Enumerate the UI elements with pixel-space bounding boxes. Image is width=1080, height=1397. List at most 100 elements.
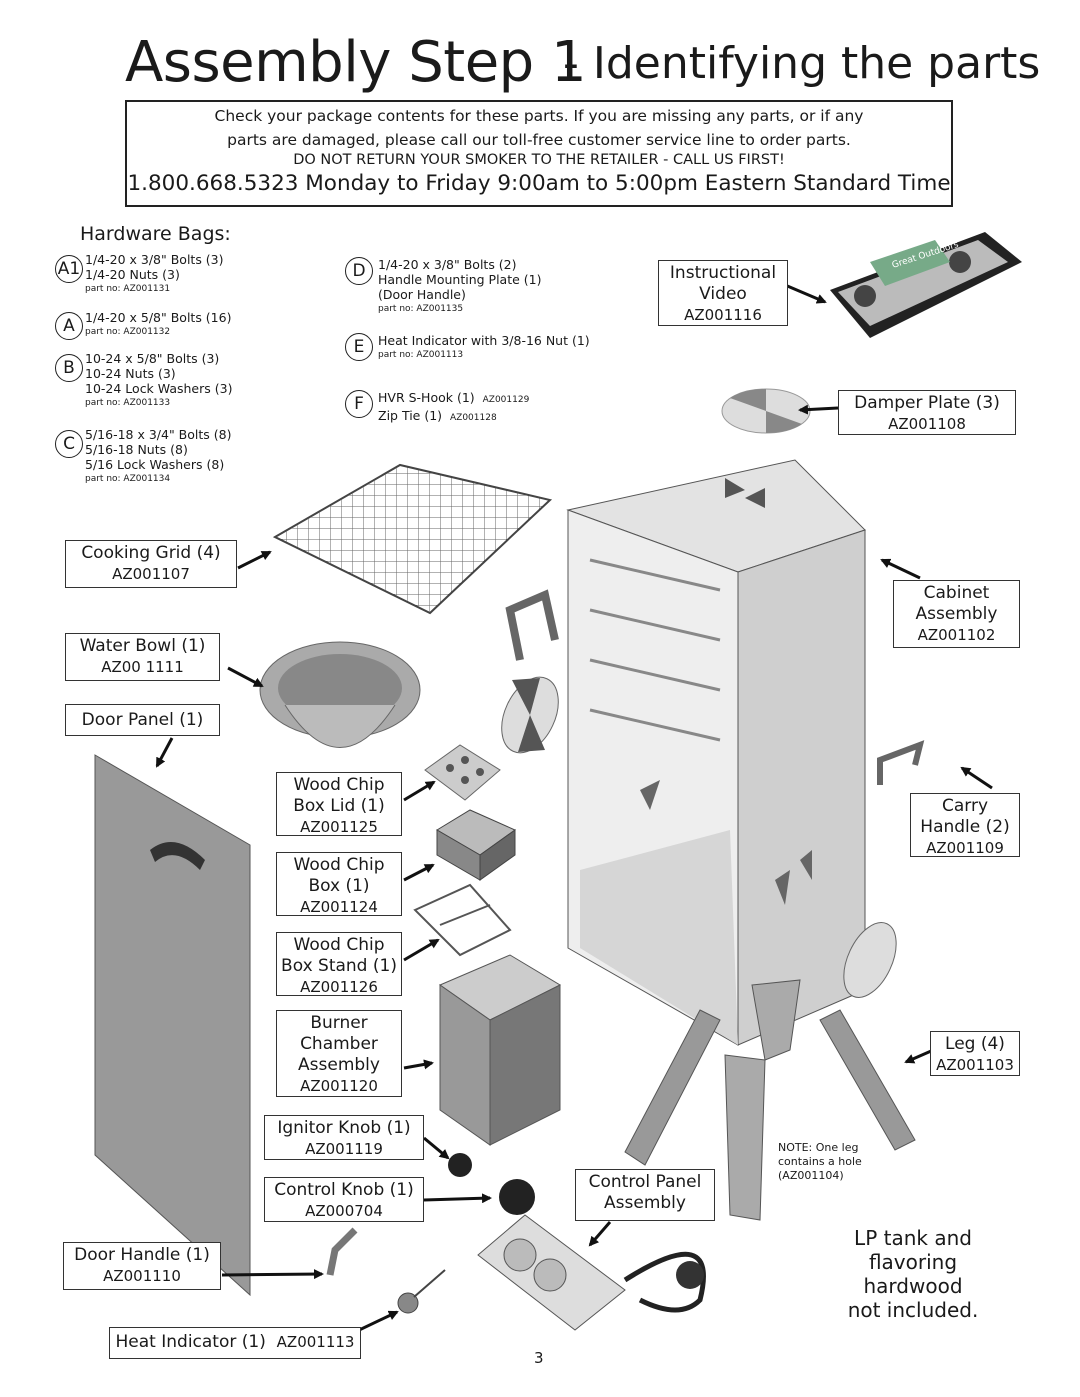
bag-line: 5/16 Lock Washers (8) bbox=[85, 457, 225, 472]
not-included-line: flavoring bbox=[868, 1250, 958, 1274]
label-part-code: AZ001116 bbox=[684, 306, 762, 324]
hardware-bag-d: D 1/4-20 x 3/8" Bolts (2) Handle Mountin… bbox=[345, 257, 541, 317]
bag-line: 10-24 Nuts (3) bbox=[85, 366, 176, 381]
carry-handle-drawing bbox=[877, 740, 925, 785]
bag-letter-badge: F bbox=[345, 390, 373, 418]
label-damper-plate: Damper Plate (3) AZ001108 bbox=[838, 390, 1016, 435]
control-knob-drawing bbox=[499, 1179, 535, 1215]
hardware-bag-a: A 1/4-20 x 5/8" Bolts (16) part no: AZ00… bbox=[55, 310, 231, 340]
wood-chip-box-lid-drawing bbox=[424, 744, 501, 801]
bag-part-number: part no: AZ001135 bbox=[378, 304, 464, 314]
bag-line: 1/4-20 x 3/8" Bolts (3) bbox=[85, 252, 224, 267]
label-control-knob: Control Knob (1) AZ000704 bbox=[264, 1177, 424, 1222]
leg-note: NOTE: One leg contains a hole (AZ001104) bbox=[778, 1141, 862, 1183]
page-subtitle: - Identifying the parts bbox=[563, 38, 1041, 89]
bag-line: 1/4-20 Nuts (3) bbox=[85, 267, 180, 282]
notice-line-3: DO NOT RETURN YOUR SMOKER TO THE RETAILE… bbox=[293, 152, 785, 168]
label-name: Cabinet bbox=[923, 583, 990, 603]
label-part-code: AZ001119 bbox=[305, 1140, 383, 1158]
bag-letter-badge: B bbox=[55, 354, 83, 382]
bag-line: 10-24 x 5/8" Bolts (3) bbox=[85, 351, 220, 366]
label-name: Door Handle (1) bbox=[74, 1245, 210, 1265]
label-name: Box Lid (1) bbox=[293, 796, 385, 816]
label-name: Wood Chip bbox=[293, 935, 385, 955]
label-part-code: AZ001102 bbox=[917, 626, 996, 644]
not-included-line: not included. bbox=[847, 1298, 979, 1322]
label-name: Ignitor Knob (1) bbox=[277, 1118, 411, 1138]
customer-service-notice: Check your package contents for these pa… bbox=[125, 100, 953, 207]
bag-part-number: AZ001128 bbox=[450, 413, 497, 423]
label-burner-chamber: Burner Chamber Assembly AZ001120 bbox=[276, 1010, 402, 1097]
legs-drawing bbox=[624, 979, 916, 1221]
notice-phone-line: 1.800.668.5323 Monday to Friday 9:00am t… bbox=[127, 171, 951, 196]
notice-line-2: parts are damaged, please call our toll-… bbox=[227, 131, 851, 149]
pointer-arrows bbox=[155, 283, 993, 1334]
label-name: Water Bowl (1) bbox=[79, 636, 206, 656]
label-part-code: AZ001113 bbox=[276, 1333, 355, 1351]
label-name: Control Panel bbox=[588, 1172, 702, 1192]
label-name: Assembly bbox=[298, 1055, 380, 1075]
bag-letter-badge: C bbox=[55, 430, 83, 458]
label-name: Video bbox=[699, 284, 747, 304]
not-included-line: LP tank and bbox=[854, 1226, 972, 1250]
not-included-line: hardwood bbox=[863, 1274, 963, 1298]
video-cassette-drawing: Great Outdoors bbox=[830, 232, 1022, 338]
ignitor-knob-drawing bbox=[448, 1153, 472, 1177]
water-bowl-drawing bbox=[259, 641, 421, 748]
label-name: Assembly bbox=[604, 1193, 686, 1213]
hardware-bag-a1: A1 1/4-20 x 3/8" Bolts (3) 1/4-20 Nuts (… bbox=[55, 252, 224, 297]
label-ignitor-knob: Ignitor Knob (1) AZ001119 bbox=[264, 1115, 424, 1160]
bag-part-number: part no: AZ001131 bbox=[85, 284, 171, 294]
not-included-note: LP tank and flavoring hardwood not inclu… bbox=[838, 1226, 988, 1322]
label-name: Wood Chip bbox=[293, 775, 385, 795]
label-part-code: AZ001125 bbox=[300, 818, 378, 836]
cooking-grid-drawing bbox=[272, 463, 553, 615]
bag-part-number: AZ001129 bbox=[482, 395, 530, 405]
label-cabinet-assembly: Cabinet Assembly AZ001102 bbox=[893, 580, 1020, 648]
label-name: Box Stand (1) bbox=[281, 956, 397, 976]
label-name: Box (1) bbox=[308, 876, 370, 896]
bag-line: HVR S-Hook (1) bbox=[378, 390, 475, 405]
damper-plate-drawing bbox=[721, 388, 811, 434]
bag-letter-badge: D bbox=[345, 257, 373, 285]
bag-line: Zip Tie (1) bbox=[378, 408, 443, 423]
label-part-code: AZ00 1111 bbox=[101, 658, 184, 676]
bag-letter-badge: A bbox=[55, 312, 83, 340]
label-name: Carry bbox=[941, 796, 989, 816]
label-name: Heat Indicator (1) bbox=[115, 1332, 266, 1352]
label-part-code: AZ001109 bbox=[926, 839, 1004, 857]
heat-indicator-drawing bbox=[397, 1269, 446, 1314]
bag-line: (Door Handle) bbox=[378, 287, 466, 302]
bag-line: 10-24 Lock Washers (3) bbox=[85, 381, 233, 396]
label-leg: Leg (4) AZ001103 bbox=[930, 1031, 1020, 1076]
hardware-bag-b: B 10-24 x 5/8" Bolts (3) 10-24 Nuts (3) … bbox=[55, 351, 232, 411]
label-door-panel: Door Panel (1) bbox=[65, 704, 220, 736]
note-line: (AZ001104) bbox=[778, 1169, 844, 1182]
notice-line-1: Check your package contents for these pa… bbox=[214, 107, 864, 125]
label-name: Damper Plate (3) bbox=[854, 393, 1000, 413]
label-part-code: AZ001126 bbox=[300, 978, 378, 996]
label-name: Door Panel (1) bbox=[81, 710, 204, 730]
hardware-bags-title: Hardware Bags: bbox=[80, 223, 231, 245]
bag-line: 5/16-18 x 3/4" Bolts (8) bbox=[85, 427, 232, 442]
label-name: Handle (2) bbox=[920, 817, 1010, 837]
bag-line: Handle Mounting Plate (1) bbox=[378, 272, 542, 287]
label-name: Assembly bbox=[915, 604, 998, 624]
label-part-code: AZ001120 bbox=[300, 1077, 378, 1095]
wood-chip-stand-drawing bbox=[413, 883, 512, 957]
label-cooking-grid: Cooking Grid (4) AZ001107 bbox=[65, 540, 237, 588]
door-panel-drawing bbox=[94, 754, 251, 1297]
control-panel-drawing bbox=[477, 1214, 706, 1331]
label-part-code: AZ001108 bbox=[888, 415, 966, 433]
page-title: Assembly Step 1 bbox=[125, 30, 587, 95]
door-handle-drawing bbox=[326, 1227, 358, 1276]
label-carry-handle: Carry Handle (2) AZ001109 bbox=[910, 793, 1020, 857]
label-name: Burner bbox=[310, 1013, 368, 1033]
label-part-code: AZ001107 bbox=[112, 565, 190, 583]
hardware-bag-f: F HVR S-Hook (1) AZ001129 Zip Tie (1) AZ… bbox=[345, 390, 529, 426]
label-name: Wood Chip bbox=[293, 855, 385, 875]
hardware-bag-e: E Heat Indicator with 3/8-16 Nut (1) par… bbox=[345, 333, 590, 363]
label-name: Leg (4) bbox=[945, 1034, 1005, 1054]
label-part-code: AZ001124 bbox=[300, 898, 378, 916]
